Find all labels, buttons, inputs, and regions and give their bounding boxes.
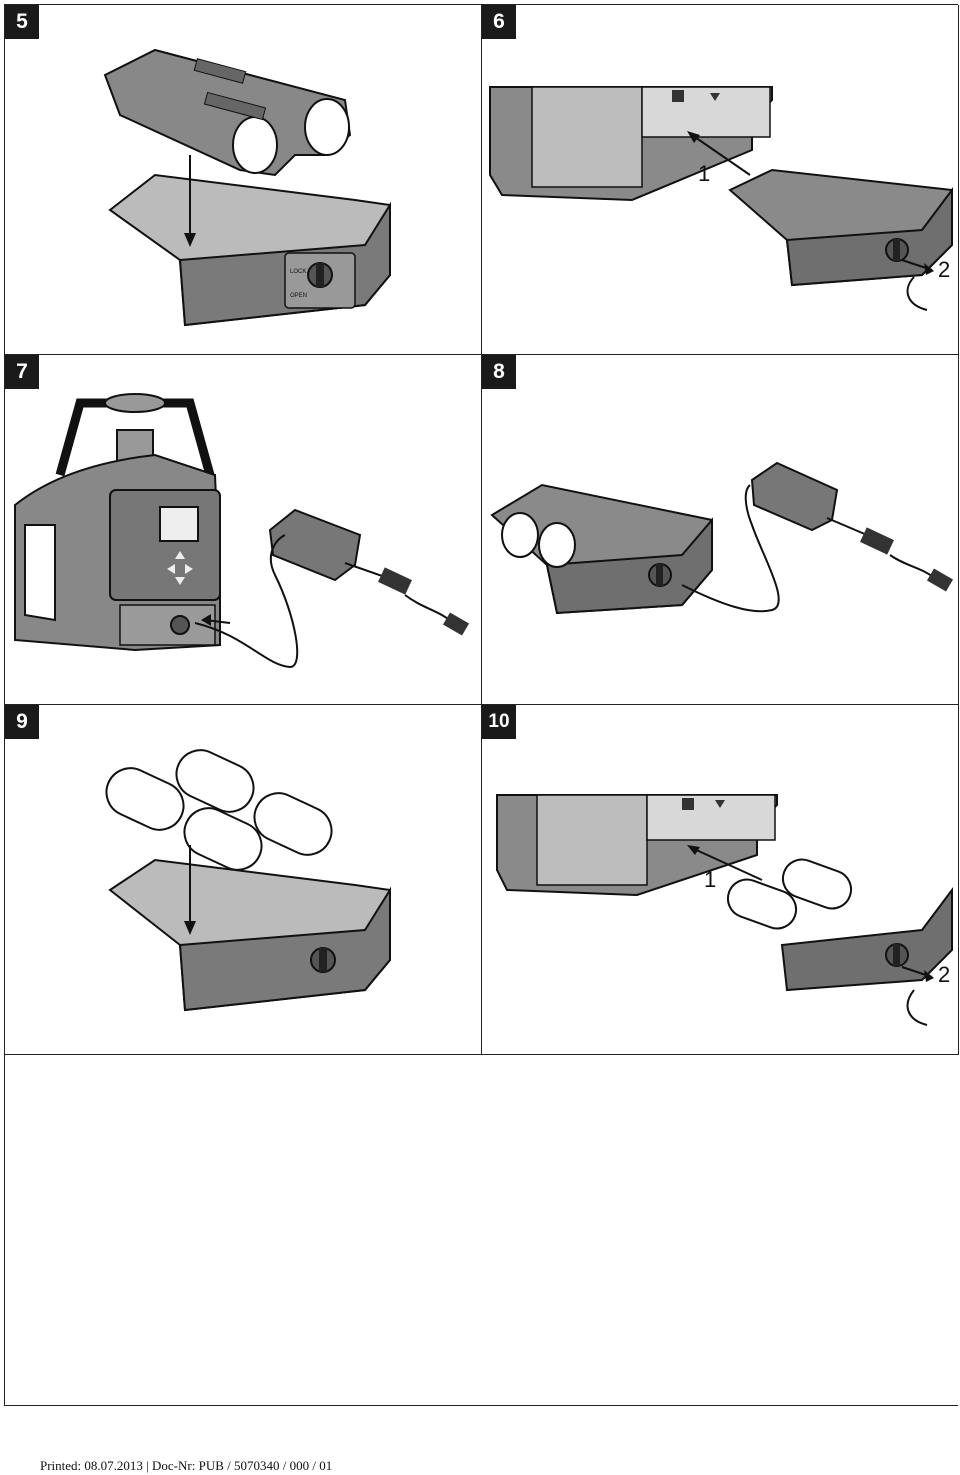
figure-number: 10 (482, 705, 516, 739)
battery-pack-attach-illustration: 1 2 (489, 86, 953, 311)
figure-8-panel: 8 (482, 355, 959, 705)
battery-adapter-attach-illustration: 1 2 (496, 794, 953, 1026)
callout-2: 2 (938, 257, 950, 282)
figure-number: 5 (5, 5, 39, 39)
laser-charging-illustration (14, 393, 470, 669)
figure-grid: LOCK OPEN 5 (4, 4, 959, 1406)
empty-panel (5, 1055, 959, 1405)
callout-1: 1 (698, 161, 710, 186)
figure-10-panel: 1 2 10 (482, 705, 959, 1055)
callout-2: 2 (938, 962, 950, 987)
open-label: OPEN (290, 293, 307, 299)
figure-number: 9 (5, 705, 39, 739)
figure-6-panel: 1 2 6 (482, 5, 959, 355)
figure-number: 8 (482, 355, 516, 389)
print-footer: Printed: 08.07.2013 | Doc-Nr: PUB / 5070… (40, 1458, 333, 1473)
pack-charging-illustration (490, 461, 954, 615)
figure-number: 6 (482, 5, 516, 39)
figure-number: 7 (5, 355, 39, 389)
figure-5-panel: LOCK OPEN 5 (5, 5, 482, 355)
alkaline-batteries-insert-illustration (105, 749, 391, 1012)
callout-1: 1 (704, 867, 716, 892)
figure-9-panel: 9 (5, 705, 482, 1055)
battery-pack-insert-illustration: LOCK OPEN (103, 48, 391, 327)
figure-7-panel: 7 (5, 355, 482, 705)
lock-label: LOCK (290, 269, 306, 275)
